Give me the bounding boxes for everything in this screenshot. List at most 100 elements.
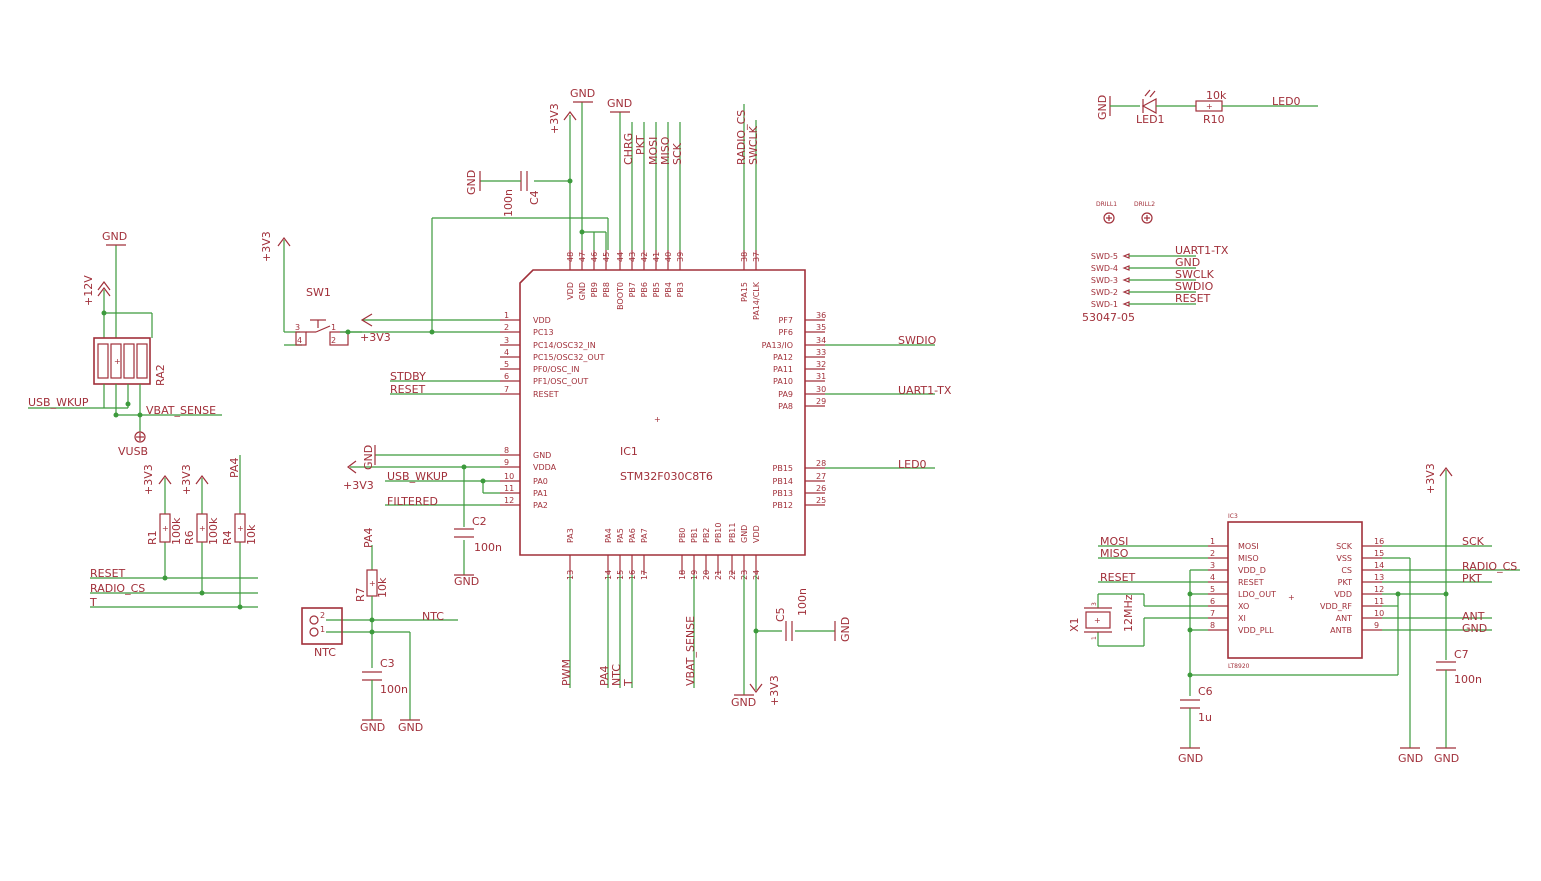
r6-center-mark: + bbox=[199, 524, 206, 533]
ic1-pin-number: 36 bbox=[816, 311, 826, 320]
ic3-outline bbox=[1227, 521, 1363, 659]
swd-pin-net: SWDIO bbox=[1175, 280, 1214, 293]
ic3-net-reset-label: RESET bbox=[1100, 571, 1136, 584]
ic3-pin-number: 1 bbox=[1210, 537, 1215, 546]
led-circuit[interactable]: GND + LED1 10k R10 LED0 bbox=[1096, 89, 1318, 126]
switch-sw1[interactable]: +3V3 SW1 3 4 1 2 +3V3 bbox=[260, 231, 391, 346]
capacitor-c5[interactable]: C5 100n GND bbox=[774, 588, 852, 642]
ic1-top-gnd2-label: GND bbox=[607, 97, 632, 110]
pullup-resistors[interactable]: + +3V3 R1 100k + +3V3 R6 100k + PA4 R4 1… bbox=[89, 455, 258, 610]
ic1-pin-name: PC15/OSC32_OUT bbox=[533, 353, 605, 362]
r6-value: 100k bbox=[207, 517, 220, 545]
ic3-pin-7[interactable]: 7XI bbox=[1208, 609, 1246, 623]
capacitor-c2[interactable]: C2 100n GND bbox=[454, 515, 502, 588]
ic3-symbol[interactable]: IC3 LT8920 + 1MOSI2MISO3VDD_D4RESET5LDO_… bbox=[1208, 513, 1384, 670]
ic1-pin-name: PA5 bbox=[616, 528, 625, 543]
capacitor-c4[interactable]: GND 100n C4 bbox=[465, 170, 541, 217]
resistor-array-ra2[interactable]: GND +12V + RA2 VUSB USB_WKUP VBAT_SENSE bbox=[28, 230, 222, 458]
ic3-pin-6[interactable]: 6XO bbox=[1208, 597, 1249, 611]
ic3-pin-number: 16 bbox=[1374, 537, 1384, 546]
ic1-symbol[interactable]: IC1 STM32F030C8T6 + 1VDD2PC133PC14/OSC32… bbox=[500, 250, 826, 580]
ic1-pin-name: PB9 bbox=[590, 282, 599, 297]
r1-value: 100k bbox=[170, 517, 183, 545]
net-radio-cs-top-label: RADIO_CS bbox=[735, 110, 748, 165]
ntc-circuit[interactable]: PA4 + R7 10k NTC 2 1 NTC C3 100n GND GND bbox=[301, 528, 458, 734]
ic1-pin-number: 42 bbox=[640, 252, 649, 262]
x1-value: 12MHz bbox=[1122, 594, 1135, 632]
ic1-pin-number: 9 bbox=[504, 458, 509, 467]
ic1-pin-name: PB6 bbox=[640, 282, 649, 297]
ntc-gnd-label: GND bbox=[398, 721, 423, 734]
